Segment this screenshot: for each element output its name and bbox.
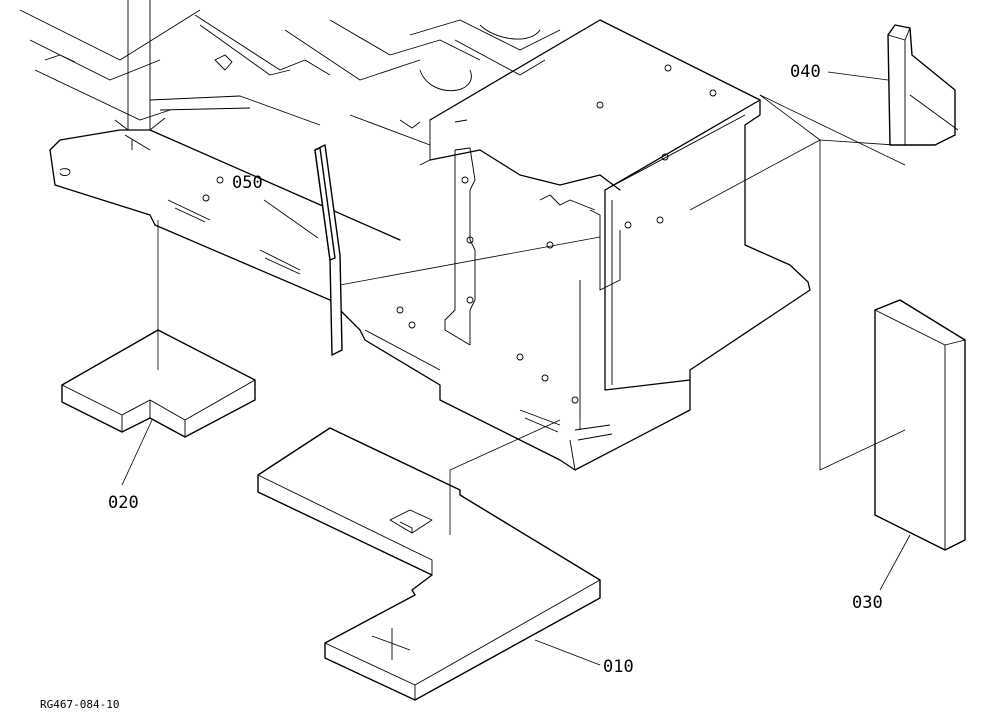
leader-lines: [121, 71, 911, 666]
callout-050: 050: [232, 173, 263, 193]
part-020-pad: [61, 329, 256, 438]
callout-030: 030: [852, 593, 883, 613]
part-050-pad: [314, 144, 343, 356]
callout-010: 010: [603, 657, 634, 677]
part-040-block: [887, 24, 959, 146]
drawing-code: RG467-084-10: [40, 698, 119, 711]
projection-lines: [157, 94, 906, 535]
part-010-pad: [257, 427, 601, 701]
callout-040: 040: [790, 62, 821, 82]
part-030-block: [874, 299, 966, 551]
chassis-frame: [19, 0, 811, 471]
callout-020: 020: [108, 493, 139, 513]
